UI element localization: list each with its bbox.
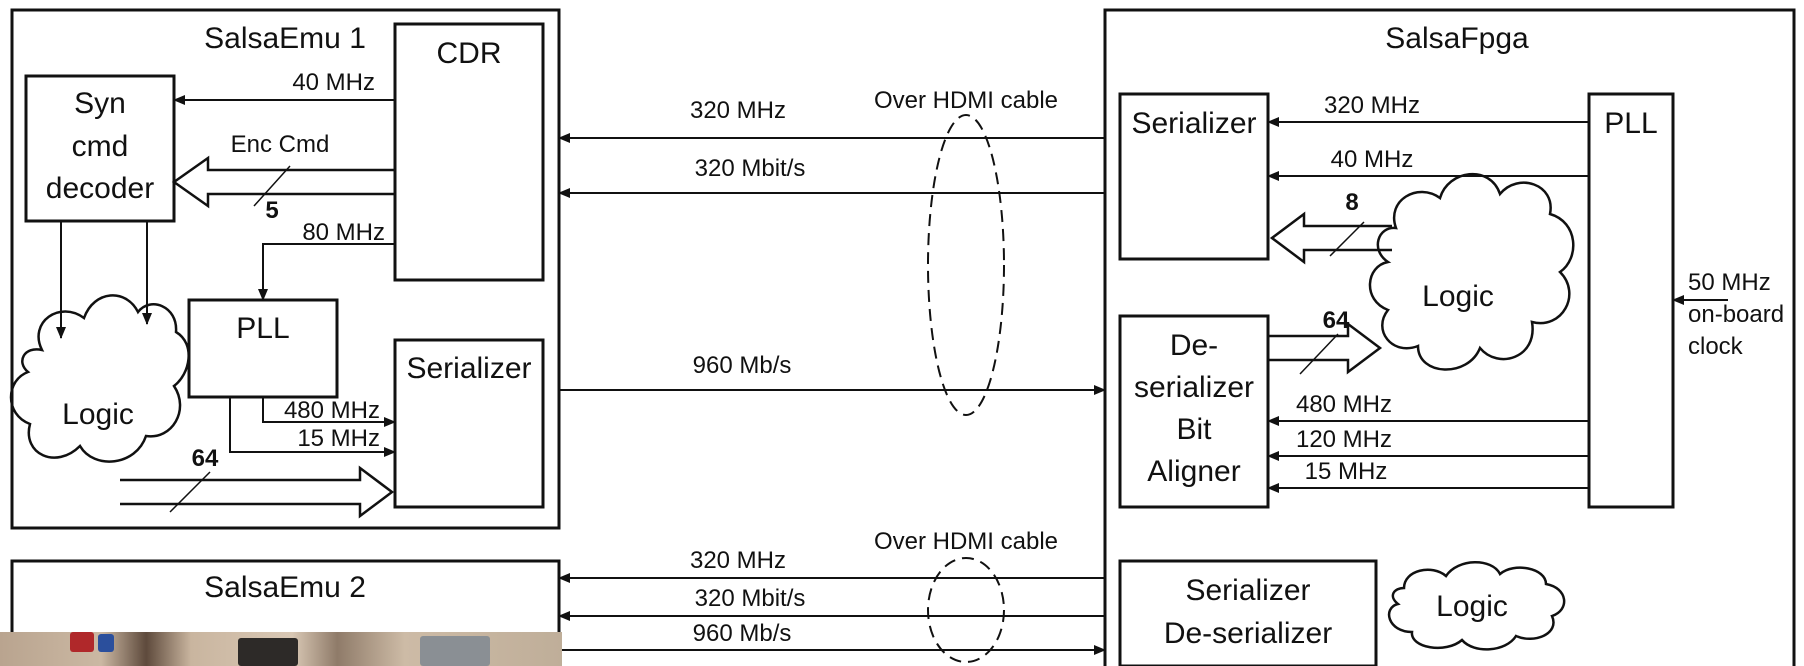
salsaemu2-title: SalsaEmu 2 [204, 571, 366, 604]
logic-emu1-label: Logic [62, 398, 134, 431]
hdmi2-ellipse [928, 558, 1004, 662]
bus64-emu1-arrow [120, 468, 392, 516]
photo-blue-cable [98, 634, 114, 652]
bus64-fpga-label: 64 [1323, 307, 1350, 334]
bus64-emu1-slash [170, 472, 210, 512]
link1-960-label: 960 Mb/s [693, 352, 792, 379]
link1-320mbit-label: 320 Mbit/s [695, 155, 806, 182]
emu1-15mhz-label: 15 MHz [297, 425, 380, 452]
bus5-label: 5 [265, 197, 278, 224]
serializer-fpga-label: Serializer [1131, 107, 1256, 140]
photo-board [420, 636, 490, 666]
logic-fpga-label: Logic [1422, 280, 1494, 313]
emu1-80mhz-label: 80 MHz [302, 219, 385, 246]
photo-dark-device [238, 638, 298, 666]
logic-fpga-cloud [1370, 174, 1573, 369]
syn-cmd-decoder-line3: decoder [46, 172, 154, 205]
link2-320mbit-label: 320 Mbit/s [695, 585, 806, 612]
salsaemu1-title: SalsaEmu 1 [204, 22, 366, 55]
link1-320mhz-label: 320 MHz [690, 97, 786, 124]
bus64-fpga-slash [1300, 334, 1338, 374]
cdr-label: CDR [437, 37, 502, 70]
logic-fpga2-label: Logic [1436, 590, 1508, 623]
syn-cmd-decoder-line1: Syn [74, 87, 126, 120]
fpga-15mhz-label: 15 MHz [1305, 458, 1388, 485]
syn-cmd-decoder-line2: cmd [72, 130, 129, 163]
pll-fpga-block [1589, 94, 1673, 507]
fpga-40mhz-label: 40 MHz [1331, 146, 1414, 173]
onboard-clock-line1: 50 MHz [1688, 269, 1771, 296]
fpga-480mhz-label: 480 MHz [1296, 391, 1392, 418]
fpga-320mhz-label: 320 MHz [1324, 92, 1420, 119]
deserializer-line4: Aligner [1147, 455, 1240, 488]
link2-960-label: 960 Mb/s [693, 620, 792, 647]
salsafpga-title: SalsaFpga [1385, 22, 1529, 55]
hdmi1-ellipse [928, 115, 1004, 415]
enc-cmd-bus-arrow [174, 158, 395, 206]
onboard-clock-line2: on-board [1688, 301, 1784, 328]
pll-fpga-label: PLL [1604, 107, 1657, 140]
deserializer-line3: Bit [1176, 413, 1212, 446]
logic-emu1-cloud [11, 295, 189, 461]
deserializer-line1: De- [1170, 329, 1218, 362]
onboard-clock-line3: clock [1688, 333, 1744, 360]
emu1-80mhz-arrow [263, 244, 395, 300]
serdes-line1: Serializer [1185, 574, 1310, 607]
serdes-line2: De-serializer [1164, 617, 1332, 650]
emu1-40mhz-label: 40 MHz [292, 69, 375, 96]
photo-strip [0, 632, 562, 666]
bus8-label: 8 [1345, 189, 1358, 216]
deserializer-line2: serializer [1134, 371, 1254, 404]
fpga-120mhz-label: 120 MHz [1296, 426, 1392, 453]
link2-320mhz-label: 320 MHz [690, 547, 786, 574]
hdmi1-label: Over HDMI cable [874, 87, 1058, 114]
serializer-emu1-label: Serializer [406, 352, 531, 385]
bus64-emu1-label: 64 [192, 445, 219, 472]
hdmi2-label: Over HDMI cable [874, 528, 1058, 555]
photo-red-cable [70, 632, 94, 652]
enc-cmd-label: Enc Cmd [231, 131, 330, 158]
emu1-480mhz-label: 480 MHz [284, 397, 380, 424]
pll-emu1-label: PLL [236, 312, 289, 345]
